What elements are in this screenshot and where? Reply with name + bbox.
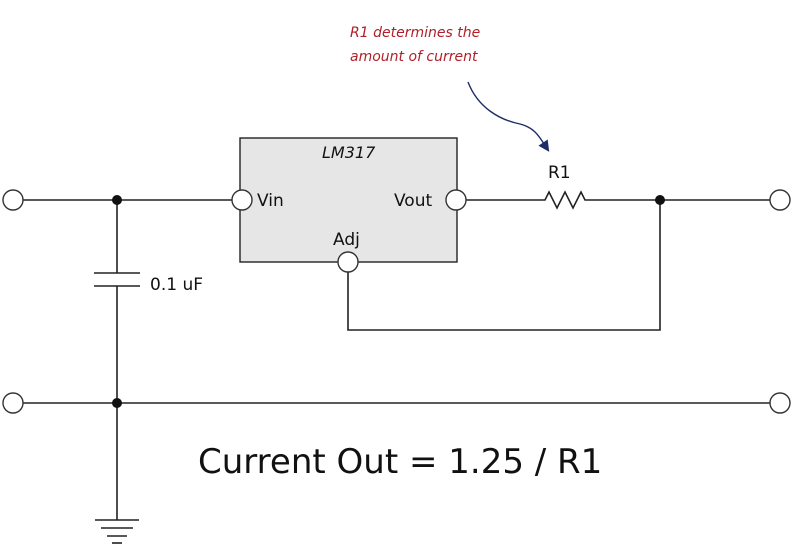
annotation-line-2: amount of current: [350, 49, 478, 65]
adj-feedback-wire: [347, 200, 661, 331]
chip-name-label: LM317: [322, 143, 376, 162]
annotation-line-1: R1 determines the: [350, 25, 480, 41]
resistor-label: R1: [548, 163, 571, 183]
annotation-arrow: [467, 81, 550, 152]
input-terminal-top: [2, 189, 24, 211]
formula-text: Current Out = 1.25 / R1: [198, 442, 602, 482]
resistor-r1-symbol: [538, 190, 592, 210]
adj-label: Adj: [333, 230, 360, 250]
vout-pin: [445, 189, 467, 211]
ground-icon: [95, 519, 139, 544]
vout-label: Vout: [394, 191, 432, 211]
junction-dot-ground: [112, 398, 122, 408]
adj-pin: [337, 251, 359, 273]
vin-label: Vin: [257, 191, 284, 211]
input-terminal-bottom: [2, 392, 24, 414]
vin-pin: [231, 189, 253, 211]
junction-dot-input: [112, 195, 122, 205]
lm317-chip-body: [239, 137, 458, 263]
output-terminal-bottom: [769, 392, 791, 414]
capacitor-label: 0.1 uF: [150, 275, 203, 295]
output-terminal-top: [769, 189, 791, 211]
junction-dot-output: [655, 195, 665, 205]
